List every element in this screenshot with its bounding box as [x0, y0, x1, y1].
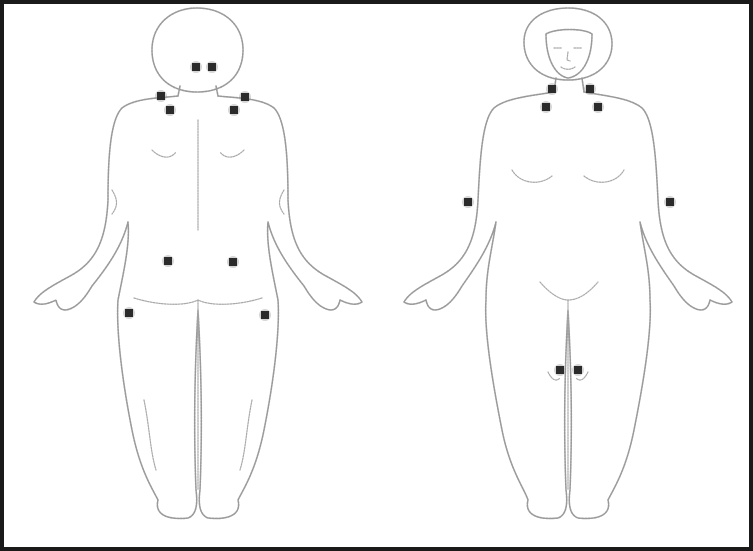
tender-point-lateral-epicondyle-right: [664, 196, 676, 208]
tender-point-second-rib-left: [540, 101, 552, 113]
tender-point-knee-left: [554, 364, 566, 376]
tender-point-greater-trochanter-left: [123, 307, 135, 319]
tender-point-occiput-left: [190, 61, 202, 73]
tender-point-low-cervical-left: [546, 83, 558, 95]
tender-point-low-cervical-right: [584, 83, 596, 95]
tender-point-greater-trochanter-right: [259, 309, 271, 321]
tender-point-lateral-epicondyle-left: [462, 196, 474, 208]
tender-point-gluteal-right: [227, 256, 239, 268]
tender-point-knee-right: [572, 364, 584, 376]
tender-point-trapezius-left: [155, 90, 167, 102]
tender-point-supraspinatus-left: [164, 104, 176, 116]
tender-point-gluteal-left: [162, 255, 174, 267]
tender-point-supraspinatus-right: [228, 104, 240, 116]
tender-point-occiput-right: [206, 61, 218, 73]
tender-point-trapezius-right: [239, 91, 251, 103]
tender-point-second-rib-right: [592, 101, 604, 113]
